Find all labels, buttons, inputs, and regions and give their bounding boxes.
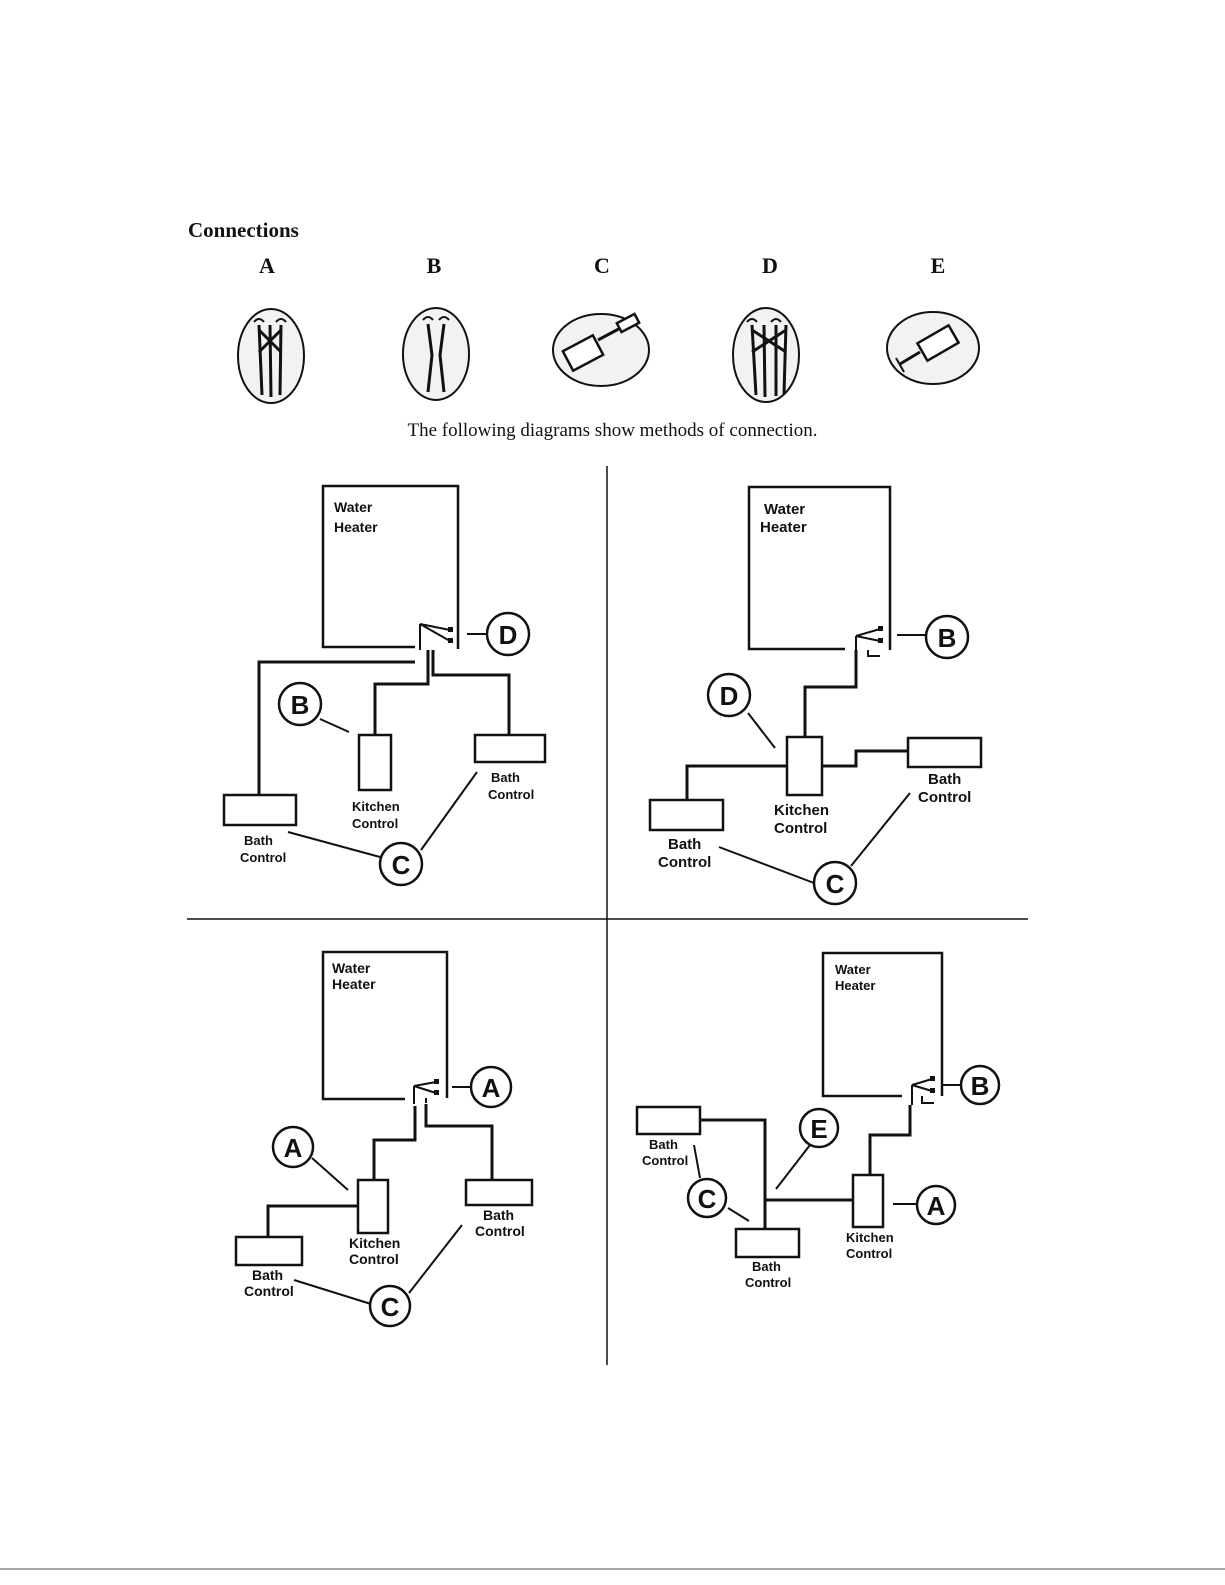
control-label: Control <box>349 1251 399 1267</box>
kitchen-label: Kitchen <box>349 1235 400 1251</box>
callout-letter: B <box>938 623 957 653</box>
control-label: Control <box>846 1246 892 1261</box>
water-heater-label-2: Heater <box>760 519 807 536</box>
bath-label: Bath <box>928 771 961 788</box>
callout-circle <box>706 672 752 718</box>
connection-letter-e: E <box>930 253 946 278</box>
water-heater-label-1: Water <box>764 501 805 518</box>
kitchen-control-box <box>851 1173 885 1229</box>
bath-control-box <box>648 798 725 832</box>
connector-a-icon <box>237 308 305 404</box>
connection-letter-a: A <box>259 253 275 278</box>
callout-circle <box>271 1125 315 1169</box>
callout-circle <box>469 1065 513 1109</box>
control-label: Control <box>240 850 286 865</box>
diagram-panel-2: Water Heater Kitchen Control Bath Contro… <box>648 485 983 906</box>
callout-circle <box>277 681 323 727</box>
water-heater-label-2: Heater <box>332 976 376 992</box>
kitchen-label: Kitchen <box>846 1230 894 1245</box>
control-label: Control <box>918 789 971 806</box>
callout-circle <box>959 1064 1001 1106</box>
callout-circle <box>915 1184 957 1226</box>
callout-circle <box>686 1177 728 1219</box>
callout-circle <box>798 1107 840 1149</box>
control-label: Control <box>642 1153 688 1168</box>
scan-edge-line <box>0 1568 1225 1570</box>
connector-d-icon <box>732 307 800 403</box>
water-heater-box <box>821 951 944 1098</box>
callout-letter: A <box>927 1191 946 1221</box>
bath-control-box <box>473 733 547 764</box>
connector-b-icon <box>402 307 470 401</box>
connection-letter-b: B <box>426 253 442 278</box>
bath-label: Bath <box>491 770 520 785</box>
bath-label: Bath <box>752 1259 781 1274</box>
connection-letter-d: D <box>762 253 778 278</box>
callout-letter: C <box>392 850 411 880</box>
control-label: Control <box>774 820 827 837</box>
callout-letter: C <box>381 1292 400 1322</box>
water-heater-label-1: Water <box>334 499 373 515</box>
page-title: Connections <box>188 218 299 242</box>
bath-label: Bath <box>483 1207 514 1223</box>
bath-control-box <box>635 1105 702 1136</box>
bath-control-box <box>734 1227 801 1259</box>
diagram-panel-3: Water Heater Kitchen Control Bath Contro… <box>234 950 534 1328</box>
diagram-panel-1: Water Heater Bath Control Kitchen Contro… <box>222 484 547 887</box>
kitchen-control-box <box>785 735 824 797</box>
callout-circle <box>485 611 531 657</box>
callout-letter: A <box>284 1133 303 1163</box>
kitchen-label: Kitchen <box>774 802 829 819</box>
water-heater-label-1: Water <box>835 962 871 977</box>
callout-letter: D <box>720 681 739 711</box>
bath-label: Bath <box>668 836 701 853</box>
callout-circle <box>924 614 970 660</box>
callout-letter: C <box>698 1184 717 1214</box>
bath-control-box <box>906 736 983 769</box>
callout-letter: D <box>499 620 518 650</box>
callout-circle <box>378 841 424 887</box>
callout-letter: C <box>826 869 845 899</box>
bath-control-box <box>464 1178 534 1207</box>
control-label: Control <box>352 816 398 831</box>
connector-e-icon <box>886 311 980 385</box>
diagram-panel-4: Water Heater Bath Control Kitchen Contro… <box>635 951 1001 1290</box>
control-label: Control <box>488 787 534 802</box>
bath-control-box <box>222 793 298 827</box>
bath-label: Bath <box>252 1267 283 1283</box>
bath-label: Bath <box>244 833 273 848</box>
control-label: Control <box>745 1275 791 1290</box>
callout-letter: B <box>291 690 310 720</box>
callout-letter: A <box>482 1073 501 1103</box>
bath-label: Bath <box>649 1137 678 1152</box>
control-label: Control <box>475 1223 525 1239</box>
kitchen-control-box <box>357 733 393 792</box>
kitchen-label: Kitchen <box>352 799 400 814</box>
bath-control-box <box>234 1235 304 1267</box>
callout-circle <box>368 1284 412 1328</box>
water-heater-box <box>321 950 449 1101</box>
water-heater-label-2: Heater <box>835 978 875 993</box>
control-label: Control <box>244 1283 294 1299</box>
control-label: Control <box>658 854 711 871</box>
callout-letter: B <box>971 1071 990 1101</box>
diagram-caption: The following diagrams show methods of c… <box>407 420 818 441</box>
water-heater-label-1: Water <box>332 960 371 976</box>
connector-c-icon <box>552 312 650 387</box>
callout-circle <box>812 860 858 906</box>
kitchen-control-box <box>356 1178 390 1235</box>
callout-letter: E <box>810 1114 827 1144</box>
water-heater-box <box>747 485 892 651</box>
connection-letter-c: C <box>594 253 610 278</box>
water-heater-label-2: Heater <box>334 519 378 535</box>
water-heater-box <box>321 484 460 649</box>
